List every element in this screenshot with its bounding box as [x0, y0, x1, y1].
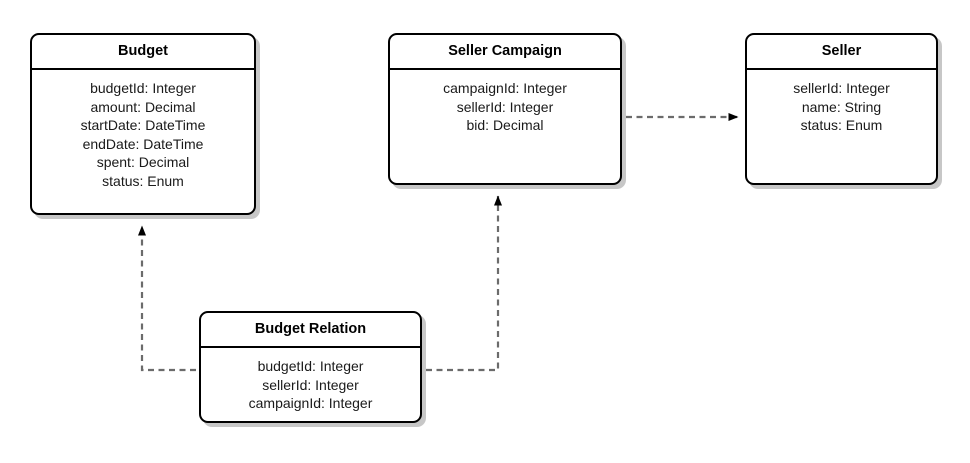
attribute-row: status: Enum	[800, 117, 883, 133]
attribute-row: bid: Decimal	[466, 117, 544, 133]
entity-title-budget: Budget	[32, 35, 254, 70]
attribute-row: sellerId: Integer	[262, 376, 359, 393]
attribute-row: startDate: DateTime	[80, 117, 206, 133]
attribute-row: budgetId: Integer	[90, 80, 196, 96]
attribute-row: name: String	[801, 98, 882, 115]
connector-relation-to-campaign	[426, 195, 502, 372]
attribute-row: campaignId: Integer	[248, 395, 373, 411]
attribute-row: campaignId: Integer	[443, 80, 567, 96]
connector-relation-to-budget	[138, 225, 196, 372]
attribute-row: budgetId: Integer	[257, 358, 364, 374]
entity-budget[interactable]: Budget budgetId: Integer amount: Decimal…	[30, 33, 256, 215]
entity-attributes-budget: budgetId: Integer amount: Decimal startD…	[32, 70, 254, 190]
attribute-row: status: Enum	[102, 172, 184, 189]
attribute-row: sellerId: Integer	[456, 98, 554, 115]
attribute-row: amount: Decimal	[90, 98, 196, 115]
attribute-row: spent: Decimal	[96, 154, 190, 170]
entity-title-seller-campaign: Seller Campaign	[390, 35, 620, 70]
attribute-row: endDate: DateTime	[82, 135, 204, 152]
entity-budget-relation[interactable]: Budget Relation budgetId: Integer seller…	[199, 311, 422, 423]
entity-attributes-seller-campaign: campaignId: Integer sellerId: Integer bi…	[390, 70, 620, 135]
entity-seller[interactable]: Seller sellerId: Integer name: String st…	[745, 33, 938, 185]
entity-attributes-seller: sellerId: Integer name: String status: E…	[747, 70, 936, 135]
entity-attributes-budget-relation: budgetId: Integer sellerId: Integer camp…	[201, 348, 420, 413]
attribute-row: sellerId: Integer	[793, 80, 890, 96]
entity-title-seller: Seller	[747, 35, 936, 70]
entity-seller-campaign[interactable]: Seller Campaign campaignId: Integer sell…	[388, 33, 622, 185]
entity-title-budget-relation: Budget Relation	[201, 313, 420, 348]
